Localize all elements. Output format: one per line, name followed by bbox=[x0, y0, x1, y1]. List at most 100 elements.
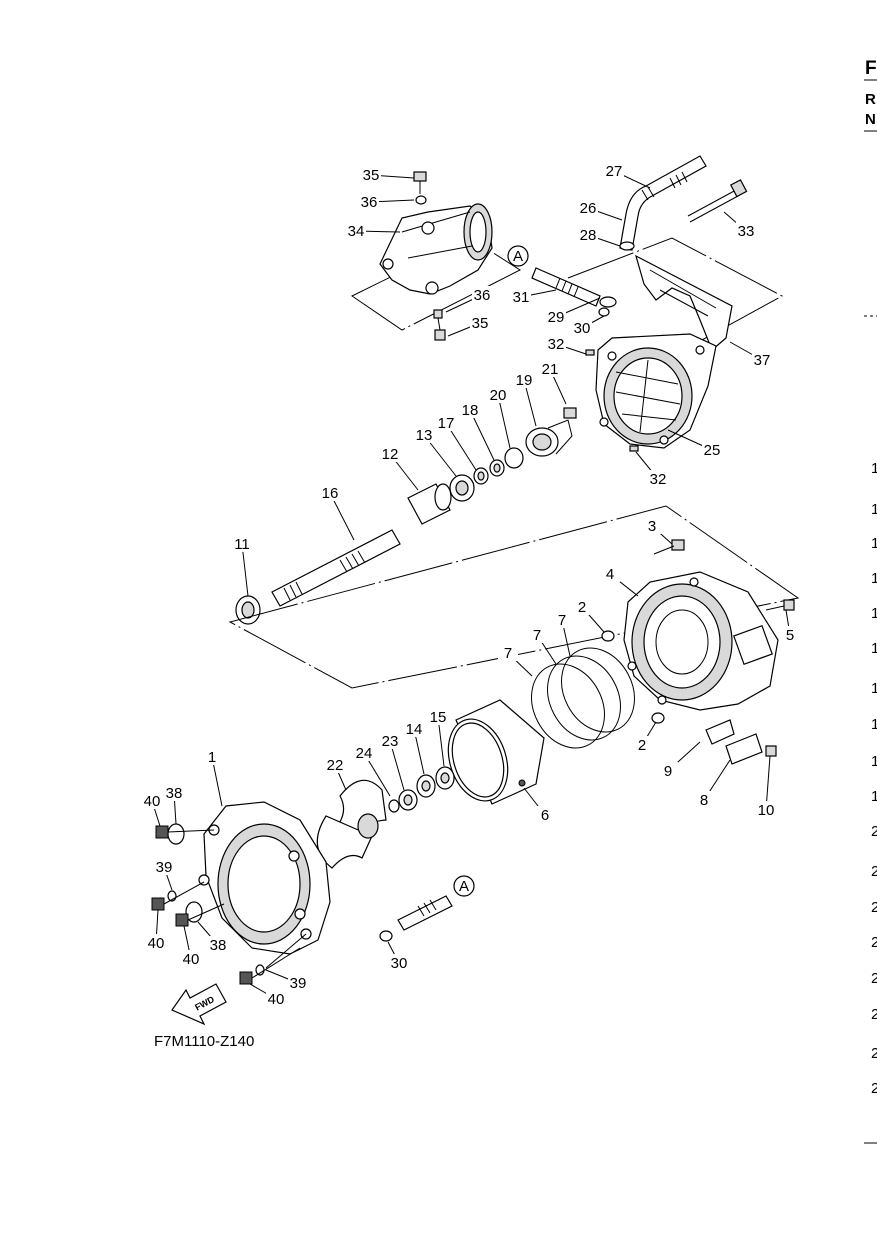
callout-number: 24 bbox=[356, 745, 373, 762]
callout-label-backdrop bbox=[514, 371, 534, 388]
callout-number: 35 bbox=[363, 167, 380, 184]
callout-number: 35 bbox=[472, 315, 489, 332]
callout-number: 39 bbox=[156, 859, 173, 876]
callout-label-backdrop bbox=[428, 708, 448, 725]
callout-label-backdrop bbox=[472, 286, 492, 303]
callout-number: 40 bbox=[148, 935, 165, 952]
callout-leader-line bbox=[497, 394, 511, 449]
fwd-arrow-icon: FWD bbox=[171, 983, 227, 1026]
callout-label-backdrop bbox=[470, 314, 490, 331]
callout-label-backdrop bbox=[694, 791, 714, 808]
callout-number: 31 bbox=[513, 289, 530, 306]
callout-number: 23 bbox=[382, 733, 399, 750]
callout-label-backdrop bbox=[354, 744, 374, 761]
callout-number: 25 bbox=[704, 442, 721, 459]
edge-row-mark: 1 bbox=[871, 605, 877, 622]
callout-number: 10 bbox=[758, 802, 775, 819]
edge-row-mark: 2 bbox=[871, 863, 877, 880]
callout-number: 36 bbox=[361, 194, 378, 211]
callout-label-backdrop bbox=[498, 644, 518, 661]
callout-label-backdrop bbox=[546, 308, 566, 325]
callout-number: 22 bbox=[327, 757, 344, 774]
callout-label-backdrop bbox=[325, 756, 345, 773]
callout-label-backdrop bbox=[361, 166, 381, 183]
pipe-assembly bbox=[619, 155, 748, 251]
ref-a-bottom: A bbox=[459, 878, 469, 895]
callout-label-backdrop bbox=[540, 360, 560, 377]
callout-number: 19 bbox=[516, 372, 533, 389]
callout-number: 26 bbox=[580, 200, 597, 217]
intake-assembly bbox=[151, 766, 455, 985]
edge-header-char: N bbox=[865, 111, 876, 128]
callout-number: 18 bbox=[462, 402, 479, 419]
callout-number: 32 bbox=[548, 336, 565, 353]
callout-number: 17 bbox=[438, 415, 455, 432]
callout-number: 6 bbox=[541, 807, 549, 824]
callout-number: 12 bbox=[382, 446, 399, 463]
edge-row-mark: 2 bbox=[871, 970, 877, 987]
callout-number: 16 bbox=[322, 485, 339, 502]
callout-number: 34 bbox=[348, 223, 365, 240]
callout-leader-line bbox=[211, 756, 223, 807]
callout-label-backdrop bbox=[202, 748, 222, 765]
callout-label-backdrop bbox=[752, 351, 772, 368]
edge-row-mark: 2 bbox=[871, 934, 877, 951]
callout-number: 3 bbox=[648, 518, 656, 535]
edge-row-mark: 2 bbox=[871, 1045, 877, 1062]
callout-label-backdrop bbox=[146, 934, 166, 951]
callout-leader-line bbox=[389, 740, 405, 791]
callout-label-backdrop bbox=[460, 401, 480, 418]
callout-label-backdrop bbox=[527, 626, 547, 643]
callout-label-backdrop bbox=[359, 193, 379, 210]
callout-number: 30 bbox=[391, 955, 408, 972]
edge-row-mark: 2 bbox=[871, 823, 877, 840]
nozzle-assembly bbox=[351, 171, 522, 341]
callout-number: 37 bbox=[754, 352, 771, 369]
edge-row-mark: 1 bbox=[871, 680, 877, 697]
ref-a-top: A bbox=[513, 248, 523, 265]
callout-label-backdrop bbox=[232, 535, 252, 552]
callout-label-backdrop bbox=[511, 288, 531, 305]
callout-label-backdrop bbox=[642, 517, 662, 534]
callout-number: 8 bbox=[700, 792, 708, 809]
edge-row-mark: 2 bbox=[871, 1006, 877, 1023]
edge-row-mark: 2 bbox=[871, 899, 877, 916]
callout-label-backdrop bbox=[552, 611, 572, 628]
callout-label-backdrop bbox=[164, 784, 184, 801]
callout-label-backdrop bbox=[604, 162, 624, 179]
callout-leader-line bbox=[241, 543, 249, 597]
edge-header-char: F bbox=[865, 58, 877, 79]
callout-number: 40 bbox=[144, 793, 161, 810]
callout-number: 20 bbox=[490, 387, 507, 404]
callout-number: 15 bbox=[430, 709, 447, 726]
edge-row-mark: 1 bbox=[871, 640, 877, 657]
callout-label-backdrop bbox=[154, 858, 174, 875]
callout-label-backdrop bbox=[346, 222, 366, 239]
edge-row-mark: 2 bbox=[871, 1080, 877, 1097]
callout-number: 5 bbox=[786, 627, 794, 644]
callout-number: 2 bbox=[638, 737, 646, 754]
callout-number: 7 bbox=[558, 612, 566, 629]
edge-row-mark: 1 bbox=[871, 716, 877, 733]
callout-number: 27 bbox=[606, 163, 623, 180]
callout-label-backdrop bbox=[702, 441, 722, 458]
edge-row-mark: 1 bbox=[871, 570, 877, 587]
callout-label-backdrop bbox=[436, 414, 456, 431]
callout-number: 14 bbox=[406, 721, 423, 738]
callout-number: 9 bbox=[664, 763, 672, 780]
callout-label-backdrop bbox=[632, 736, 652, 753]
callout-label-backdrop bbox=[181, 950, 201, 967]
callout-label-backdrop bbox=[578, 199, 598, 216]
callout-label-backdrop bbox=[736, 222, 756, 239]
callout-label-backdrop bbox=[535, 806, 555, 823]
callout-number: 40 bbox=[268, 991, 285, 1008]
callout-number: 39 bbox=[290, 975, 307, 992]
callout-number: 28 bbox=[580, 227, 597, 244]
jet-housing-assembly bbox=[531, 237, 784, 452]
callout-label-backdrop bbox=[208, 936, 228, 953]
callout-number: 4 bbox=[606, 566, 614, 583]
edge-row-mark: 1 bbox=[871, 788, 877, 805]
